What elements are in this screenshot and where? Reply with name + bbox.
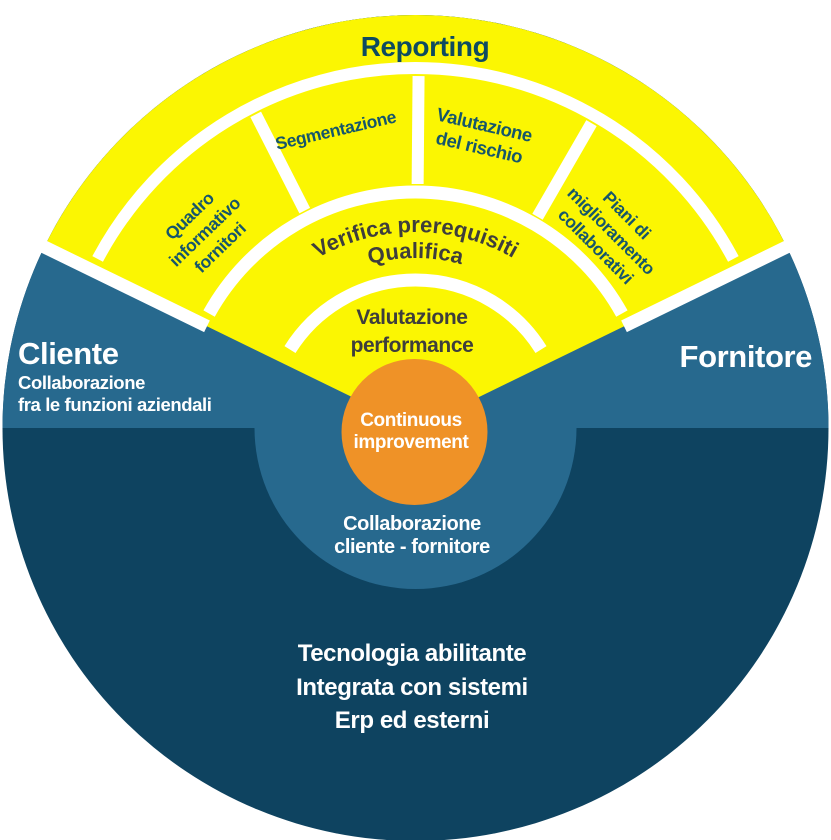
ring-separator-arc-1 <box>92 62 739 262</box>
segment-separator-1 <box>250 111 311 214</box>
segment-separator-3 <box>532 120 597 220</box>
continuous-improvement-circle <box>341 359 488 505</box>
ring-separator-arc-3 <box>284 273 547 354</box>
label-cliente: Cliente <box>18 336 119 371</box>
label-fornitore: Fornitore <box>680 339 813 374</box>
ring-separator-arc-2 <box>203 185 628 317</box>
sector-edge-left <box>36 238 210 333</box>
collaboration-inner-disc <box>254 428 577 589</box>
sector-edge-right <box>621 238 795 333</box>
label-reporting: Reporting <box>361 31 490 62</box>
segment-separator-2 <box>411 75 425 185</box>
